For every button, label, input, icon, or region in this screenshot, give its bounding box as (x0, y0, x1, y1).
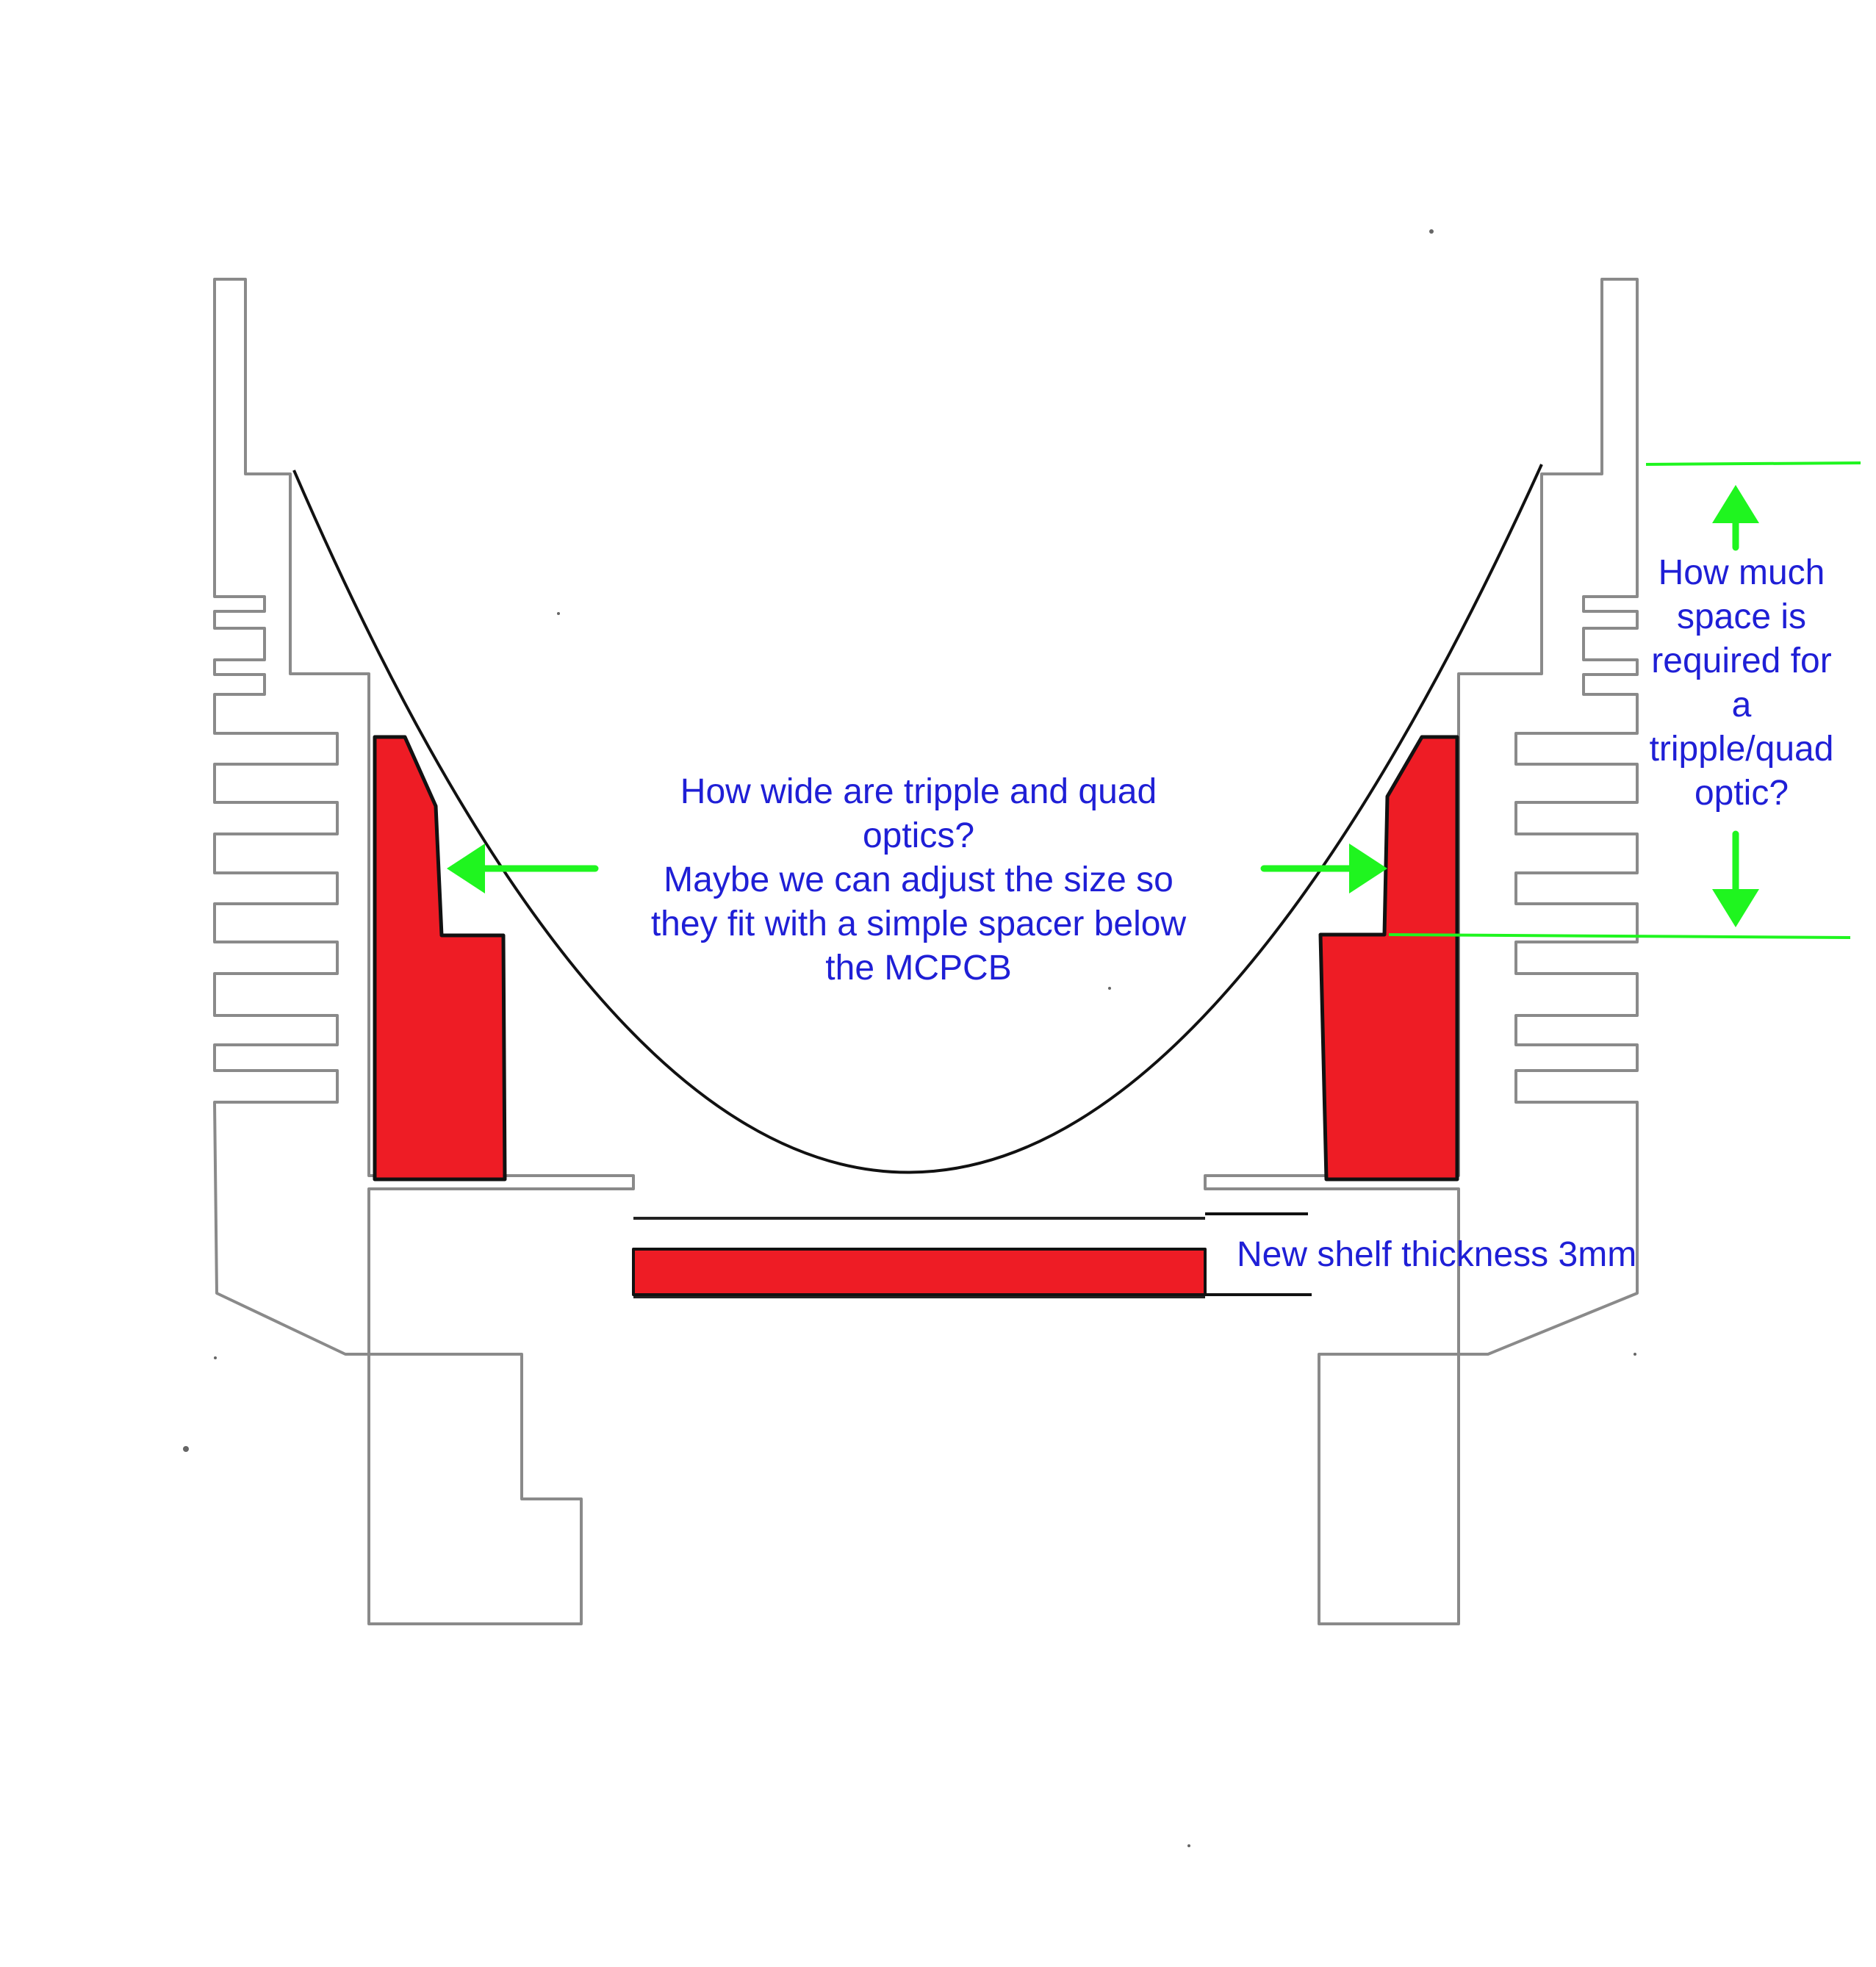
green-reference-lines (1388, 461, 1861, 939)
right-body-outline (1204, 278, 1639, 1625)
green-arrows (447, 485, 1759, 927)
annotation-line: How wide are tripple and quad (680, 772, 1157, 811)
new-shelf (632, 1248, 1207, 1296)
arrow-head-up (1712, 485, 1759, 523)
annotation-line: they fit with a simple spacer below (650, 905, 1187, 943)
annotation-line: optic? (1694, 774, 1789, 813)
arrow-head-left (447, 844, 485, 893)
right-red-block (1318, 735, 1459, 1182)
annotation-line: How much (1658, 553, 1825, 592)
annotation-line: tripple/quad (1649, 730, 1834, 769)
highlighted-parts (373, 735, 1459, 1296)
annotation-line: space is (1676, 597, 1807, 636)
stray-marks (183, 229, 1636, 1847)
annotation-line: required for (1651, 641, 1832, 680)
annotation-line: Maybe we can adjust the size so (664, 860, 1174, 899)
annotation-line: a (1731, 686, 1752, 724)
left-body-outline (213, 278, 635, 1625)
bottom-reference-line (1388, 933, 1851, 939)
shelf-dimension-lines (1205, 1212, 1312, 1296)
reflector-curve (292, 464, 1543, 1174)
shelf-thickness-note: New shelf thickness 3mm (1237, 1235, 1637, 1274)
top-reference-line (1645, 461, 1861, 466)
arrow-head-down (1712, 889, 1759, 927)
left-red-block (373, 735, 507, 1182)
annotation-line: optics? (862, 816, 975, 855)
optic-width-question: How wide are tripple and quad optics? Ma… (595, 770, 1242, 990)
annotation-line: the MCPCB (825, 949, 1012, 988)
arrow-head-right (1349, 844, 1387, 893)
optic-space-question: How much space is required for a tripple… (1617, 551, 1866, 816)
shelf-outline (633, 1217, 1205, 1298)
